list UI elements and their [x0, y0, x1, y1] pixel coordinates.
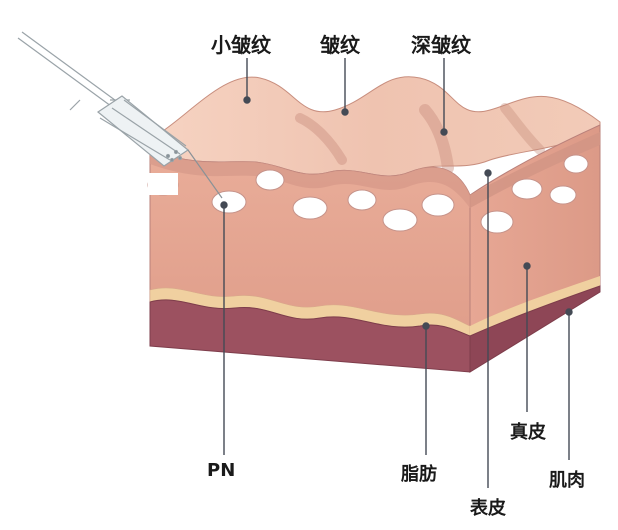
- label-pn: PN: [207, 460, 236, 481]
- dermis-pores: [147, 154, 589, 234]
- label-epidermis: 表皮: [470, 498, 506, 519]
- label-dermis: 真皮: [510, 422, 546, 443]
- syringe-icon: [17, 31, 223, 199]
- label-muscle: 肌肉: [549, 470, 585, 491]
- label-fine-wrinkles: 小皱纹: [211, 33, 271, 57]
- label-deep-wrinkles: 深皱纹: [411, 33, 471, 57]
- label-wrinkles: 皱纹: [320, 33, 360, 57]
- label-fat: 脂肪: [401, 464, 437, 485]
- muscle-layer: [149, 299, 471, 373]
- epidermis-layer: [150, 150, 470, 208]
- leader-lines: [220, 58, 573, 488]
